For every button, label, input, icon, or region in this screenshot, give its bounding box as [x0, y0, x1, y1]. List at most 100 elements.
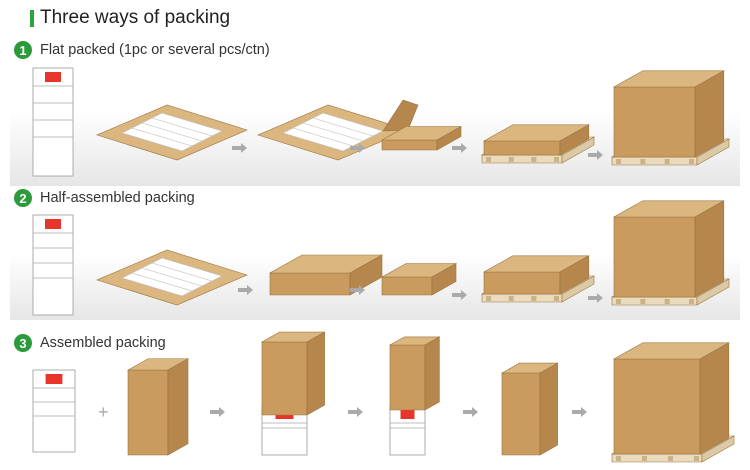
open-flat-box — [96, 104, 248, 161]
stand-in-carton — [389, 404, 426, 456]
plus-icon: + — [98, 402, 109, 422]
pallet-block — [554, 296, 559, 301]
box-side — [167, 358, 189, 456]
flat-carton — [380, 125, 463, 151]
arrow-icon — [350, 143, 365, 153]
tall-carton — [126, 358, 190, 456]
open-carton-with-dividers — [268, 254, 384, 296]
stand-logo — [400, 409, 415, 419]
box-front — [613, 358, 701, 455]
pallet-block — [531, 296, 537, 301]
stand-logo — [45, 374, 63, 384]
row-3-label: 3 Assembled packing — [14, 334, 166, 352]
arrow-icon — [238, 285, 253, 295]
box-front — [269, 272, 351, 296]
row-1-label: 1 Flat packed (1pc or several pcs/ctn) — [14, 41, 270, 59]
box-side — [694, 70, 725, 158]
divider-line — [131, 272, 193, 292]
arrow-icon — [232, 143, 247, 153]
stand-body — [32, 214, 74, 316]
carton-stack — [612, 200, 725, 298]
box-side — [436, 125, 462, 151]
box-front — [611, 296, 698, 306]
box-front — [613, 216, 696, 298]
pallet-block — [642, 456, 647, 461]
divider-line — [151, 117, 213, 137]
carton-sleeve — [388, 336, 441, 411]
pallet-block — [640, 299, 646, 304]
pallet-block — [531, 157, 537, 162]
arrow-icon — [348, 407, 363, 417]
carton-stack — [612, 342, 730, 455]
box-front — [381, 139, 438, 151]
pallet-block — [616, 456, 621, 461]
box-front — [501, 372, 541, 456]
pallet-block — [664, 299, 670, 304]
box-side — [539, 362, 558, 456]
pallet-block — [668, 456, 673, 461]
pallet-block — [689, 299, 694, 304]
box-front — [261, 341, 308, 416]
step-number-badge: 2 — [14, 189, 32, 207]
arrow-icon — [350, 285, 365, 295]
arrow-icon — [452, 290, 467, 300]
flat-display-stand — [32, 67, 74, 177]
box-side — [696, 278, 730, 306]
open-box-with-dividers — [96, 249, 248, 306]
box-front — [611, 453, 703, 463]
box-front — [381, 276, 433, 296]
arrow-icon — [463, 407, 478, 417]
title-text: Three ways of packing — [40, 7, 231, 28]
box-side — [561, 136, 595, 164]
box-front — [127, 369, 169, 456]
box-side — [696, 138, 730, 166]
row-label-text: Half-assembled packing — [40, 190, 195, 206]
box-side — [424, 336, 440, 411]
arrow-icon — [572, 407, 587, 417]
carton-stack — [612, 70, 725, 158]
row-2-label: 2 Half-assembled packing — [14, 189, 195, 207]
step-number-badge: 3 — [14, 334, 32, 352]
divider-line — [141, 267, 203, 287]
box-front — [389, 344, 426, 411]
half-assembled-display-stand — [32, 214, 74, 316]
box-front — [481, 154, 563, 164]
pallet-block — [486, 157, 491, 162]
pallet-block — [664, 159, 670, 164]
pallet-block — [689, 159, 694, 164]
half-closed-flat-box — [257, 99, 419, 161]
row-label-text: Assembled packing — [40, 335, 166, 351]
stand-logo — [45, 72, 61, 82]
divider-line — [312, 117, 374, 137]
box-side — [306, 331, 325, 416]
pallet-cartons — [482, 255, 590, 295]
pallet-block — [486, 296, 491, 301]
title-accent-bar — [30, 9, 34, 27]
divider-line — [141, 122, 203, 142]
pallet-block — [554, 157, 559, 162]
box-side — [694, 200, 725, 298]
box-front — [483, 271, 561, 295]
box-front — [613, 86, 696, 158]
pallet-block — [508, 157, 514, 162]
stand-logo — [45, 219, 61, 229]
stand-body — [32, 67, 74, 177]
pallet-block — [508, 296, 514, 301]
box-side — [559, 124, 590, 156]
box-front — [483, 140, 561, 156]
carton-sleeve — [260, 331, 326, 416]
divider-line — [292, 127, 354, 147]
arrow-icon — [210, 407, 225, 417]
box-side — [699, 342, 730, 455]
box-side — [561, 275, 595, 303]
divider-line — [302, 122, 364, 142]
pallet-block — [694, 456, 699, 461]
row-label-text: Flat packed (1pc or several pcs/ctn) — [40, 42, 270, 58]
box-side — [349, 254, 383, 296]
box-front — [481, 293, 563, 303]
divider-line — [151, 262, 213, 282]
arrow-icon — [588, 150, 603, 160]
box-side — [701, 435, 735, 463]
pallet-block — [616, 159, 621, 164]
